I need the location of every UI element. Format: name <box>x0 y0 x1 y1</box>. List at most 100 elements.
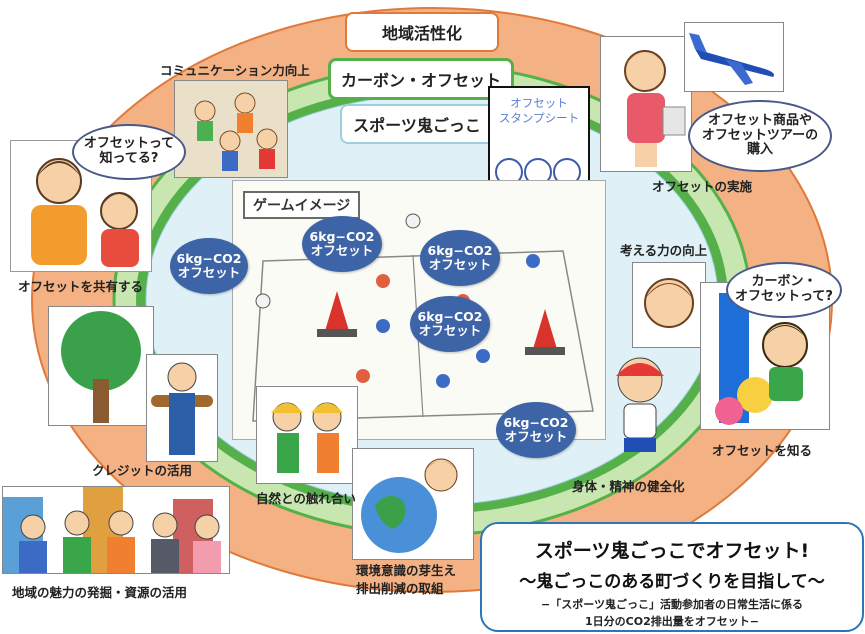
nature-child-hat-1 <box>271 403 303 413</box>
stamp-sheet-title-line2: スタンプシート <box>498 110 580 125</box>
cone-left-base <box>317 329 357 337</box>
earth-woman-hair <box>423 461 459 473</box>
bubble-offset-goods-line3: 購入 <box>746 142 773 158</box>
stamp-sheet-title-line1: オフセット <box>510 96 568 110</box>
player-1 <box>376 274 390 288</box>
girl-shirt <box>101 229 139 267</box>
townspeople-image <box>2 486 230 574</box>
summary-subhead: 〜鬼ごっこのある町づくりを目指して〜 <box>519 572 825 592</box>
co2-badge-3-label: オフセット <box>428 257 492 272</box>
summary-note-line1: −「スポーツ鬼ごっこ」活動参加者の日常生活に係る <box>541 598 803 611</box>
person-head-1 <box>20 514 46 540</box>
airplane-drawing <box>689 33 774 85</box>
co2-badge-1-amount: 6kg−CO2 <box>176 250 242 266</box>
caption-awareness-line2: 排出削減の取組 <box>356 581 444 597</box>
co2-badge-5-amount: 6kg−CO2 <box>503 414 569 430</box>
caption-implement: オフセットの実施 <box>652 179 753 194</box>
running-boy-image <box>594 350 686 472</box>
child-head-2 <box>234 92 256 114</box>
communication-children-image <box>174 80 288 178</box>
co2-badge-2-label: オフセット <box>310 243 374 258</box>
child-head-4 <box>256 128 278 150</box>
child-head-1 <box>194 100 216 122</box>
airplane-wing <box>725 59 753 85</box>
caption-communication: コミュニケーション力向上 <box>160 63 310 78</box>
boy-shirt <box>769 367 803 401</box>
bubble-carbon-question-line2: オフセットって? <box>735 289 833 304</box>
bubble-carbon-question: カーボン・オフセットって? <box>726 262 842 318</box>
shopper-bag <box>662 106 686 136</box>
player-6 <box>436 374 450 388</box>
label-carbon-offset: カーボン・オフセット <box>328 58 514 100</box>
earth-woman-image <box>352 448 474 560</box>
summary-box: スポーツ鬼ごっこでオフセット! 〜鬼ごっこのある町づくりを目指して〜 −「スポー… <box>480 522 864 632</box>
shopping-woman-image <box>600 36 692 172</box>
referee-2 <box>405 213 421 229</box>
player-4 <box>476 349 490 363</box>
shopper-legs <box>635 143 657 167</box>
townspeople-drawing <box>3 487 221 573</box>
forestry-worker-drawing <box>151 362 213 455</box>
thinking-girl-image <box>632 262 706 348</box>
forestry-worker-image <box>146 354 218 462</box>
co2-badge-5-label: オフセット <box>504 429 568 444</box>
nature-child-body-2 <box>317 433 339 473</box>
tree-image <box>48 306 154 426</box>
person-body-5 <box>193 541 221 573</box>
thinking-girl-drawing <box>644 278 694 328</box>
referee-1 <box>255 293 271 309</box>
yellow-ball <box>737 377 773 413</box>
label-regional-revitalization: 地域活性化 <box>345 12 499 52</box>
caption-awareness: 環境意識の芽生え 排出削減の取組 <box>356 562 456 598</box>
nature-child-hat-2 <box>311 403 343 413</box>
thinking-girl-head <box>644 278 694 328</box>
boy-hair <box>763 325 807 339</box>
tree-trunk <box>93 379 109 423</box>
caption-region: 地域の魅力の発掘・資源の活用 <box>12 585 188 600</box>
running-boy-shorts <box>624 438 656 452</box>
running-boy-drawing <box>616 357 664 452</box>
worker-head <box>167 362 197 392</box>
globe-land <box>375 495 406 529</box>
player-5 <box>356 369 370 383</box>
child-shirt-4 <box>259 149 275 169</box>
co2-badge-4-label: オフセット <box>418 323 482 338</box>
running-boy-shirt <box>623 403 657 439</box>
person-head-2 <box>64 510 90 536</box>
caption-know: オフセットを知る <box>712 443 813 458</box>
bubble-offset-goods: オフセット商品やオフセットツアーの購入 <box>688 100 832 172</box>
caption-awareness-line1: 環境意識の芽生え <box>356 563 457 578</box>
pink-ball <box>715 397 743 425</box>
caption-credit: クレジットの活用 <box>92 463 193 478</box>
child-shirt-1 <box>197 121 213 141</box>
cone-left <box>325 291 349 331</box>
nature-child-body-1 <box>277 433 299 473</box>
summary-headline: スポーツ鬼ごっこでオフセット! <box>534 540 810 562</box>
shopper-dress <box>627 93 665 143</box>
earth-woman-drawing <box>361 458 459 553</box>
nature-children-image <box>256 386 358 484</box>
airplane-image <box>684 22 784 92</box>
boy-pencil-drawing <box>715 293 808 425</box>
co2-badge-3-amount: 6kg−CO2 <box>427 242 493 258</box>
person-head-4 <box>152 512 178 538</box>
shopping-woman-drawing <box>623 50 686 167</box>
player-2 <box>376 319 390 333</box>
tree-drawing <box>61 311 141 423</box>
worker-body <box>169 393 195 455</box>
tree-crown <box>61 311 141 391</box>
woman-head <box>36 158 82 204</box>
player-7 <box>526 254 540 268</box>
cone-right-base <box>525 347 565 355</box>
running-boy-cap <box>616 363 664 376</box>
child-shirt-3 <box>222 151 238 171</box>
children-playing-drawing <box>194 92 278 171</box>
person-body-4 <box>151 539 179 573</box>
bubble-carbon-question-line1: カーボン・ <box>751 274 817 290</box>
bubble-offset-know: オフセットって知ってる? <box>72 124 186 180</box>
women-drawing <box>31 158 139 267</box>
